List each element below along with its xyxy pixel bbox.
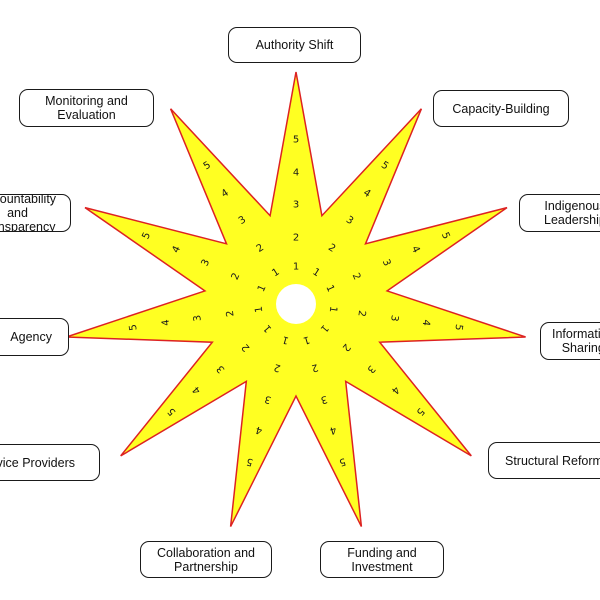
label-text: Funding and Investment: [347, 545, 417, 574]
label-agency: Agency: [0, 318, 69, 356]
scale-number: 5: [293, 135, 299, 146]
scale-number: 1: [310, 267, 321, 280]
scale-number: 1: [281, 333, 290, 345]
label-text: Information Sharing: [552, 327, 600, 355]
scale-number: 2: [310, 361, 319, 373]
scale-number: 2: [326, 242, 337, 255]
scale-number: 1: [327, 305, 339, 313]
label-structural-reform: Structural Reform: [488, 442, 600, 479]
scale-number: 5: [140, 231, 153, 241]
scale-number: 4: [328, 424, 337, 436]
label-information-sharing: Information Sharing: [540, 322, 600, 360]
label-text: Capacity-Building: [452, 101, 550, 116]
scale-number: 5: [245, 455, 254, 467]
scale-number: 4: [220, 187, 231, 200]
label-accountability-transparency: Accountability and Transparency: [0, 194, 71, 232]
scale-number: 2: [230, 271, 243, 281]
scale-number: 5: [379, 160, 390, 173]
scale-number: 1: [302, 333, 311, 345]
scale-number: 1: [256, 283, 269, 293]
scale-number: 5: [439, 231, 452, 241]
scale-number: 2: [225, 309, 237, 317]
label-text: Authority Shift: [255, 38, 334, 52]
label-indigenous-leadership: Indigenous Leadership: [519, 194, 600, 232]
scale-number: 4: [293, 168, 299, 179]
label-monitoring-evaluation: Monitoring and Evaluation: [19, 89, 154, 127]
scale-number: 2: [350, 271, 363, 281]
scale-number: 1: [270, 267, 281, 280]
scale-number: 2: [255, 242, 266, 255]
label-text: Service Providers: [0, 455, 75, 470]
label-text: Monitoring and Evaluation: [45, 94, 128, 122]
scale-number: 3: [263, 393, 272, 405]
scale-number: 4: [361, 187, 372, 200]
scale-number: 3: [237, 214, 248, 227]
scale-number: 3: [380, 258, 393, 268]
scale-number: 5: [128, 323, 140, 331]
scale-number: 2: [293, 233, 299, 244]
scale-number: 5: [202, 160, 213, 173]
scale-number: 2: [273, 361, 282, 373]
scale-number: 4: [254, 424, 263, 436]
label-authority-shift: Authority Shift: [228, 27, 361, 63]
scale-number: 4: [170, 244, 183, 254]
scale-number: 3: [388, 314, 400, 322]
scale-number: 1: [323, 283, 336, 293]
scale-number: 5: [338, 455, 347, 467]
scale-number: 3: [319, 393, 328, 405]
scale-number: 2: [355, 309, 367, 317]
label-text: Agency: [10, 330, 52, 344]
scale-number: 1: [293, 262, 299, 273]
label-collaboration-partnership: Collaboration and Partnership: [140, 541, 272, 578]
scale-number: 4: [420, 319, 432, 327]
scale-number: 3: [200, 258, 213, 268]
label-text: Indigenous Leadership: [544, 199, 600, 227]
scale-number: 4: [160, 319, 172, 327]
label-text: Collaboration and Partnership: [157, 545, 255, 574]
label-text: Accountability and Transparency: [0, 194, 57, 232]
scale-number: 5: [452, 323, 464, 331]
label-capacity-building: Capacity-Building: [433, 90, 569, 127]
scale-number: 3: [293, 200, 299, 211]
scale-number: 1: [254, 305, 266, 313]
scale-number: 3: [344, 214, 355, 227]
label-funding-investment: Funding and Investment: [320, 541, 444, 578]
label-service-providers: Service Providers: [0, 444, 100, 481]
scale-number: 4: [409, 244, 422, 254]
center-hole: [276, 284, 316, 324]
label-text: Structural Reform: [505, 453, 600, 468]
scale-number: 3: [192, 314, 204, 322]
